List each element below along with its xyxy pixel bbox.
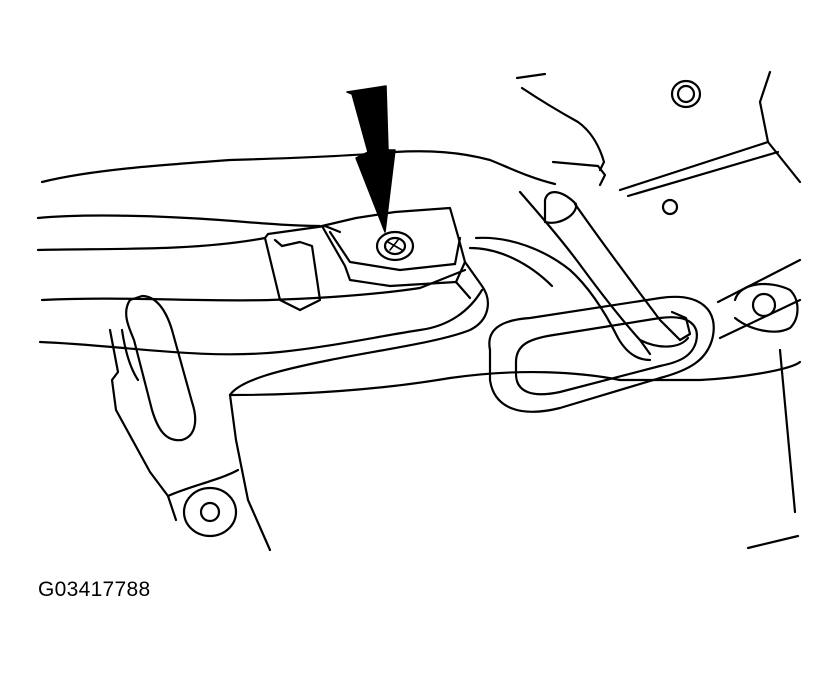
lower-casting bbox=[166, 348, 802, 552]
upper-housing bbox=[515, 70, 802, 198]
bracket-upper-edge bbox=[36, 150, 557, 252]
left-slot bbox=[108, 294, 197, 522]
upper-mounting-holes bbox=[661, 79, 702, 216]
bracket-body bbox=[38, 236, 489, 397]
oval-port bbox=[488, 295, 715, 413]
bolt-boss bbox=[320, 206, 467, 288]
callout-arrow bbox=[346, 85, 396, 233]
right-mounting-hole bbox=[716, 258, 802, 340]
lower-left-hole bbox=[182, 486, 238, 538]
arrow-down-icon bbox=[346, 85, 396, 233]
tube bbox=[468, 190, 692, 362]
figure-id-label: G03417788 bbox=[38, 578, 151, 601]
